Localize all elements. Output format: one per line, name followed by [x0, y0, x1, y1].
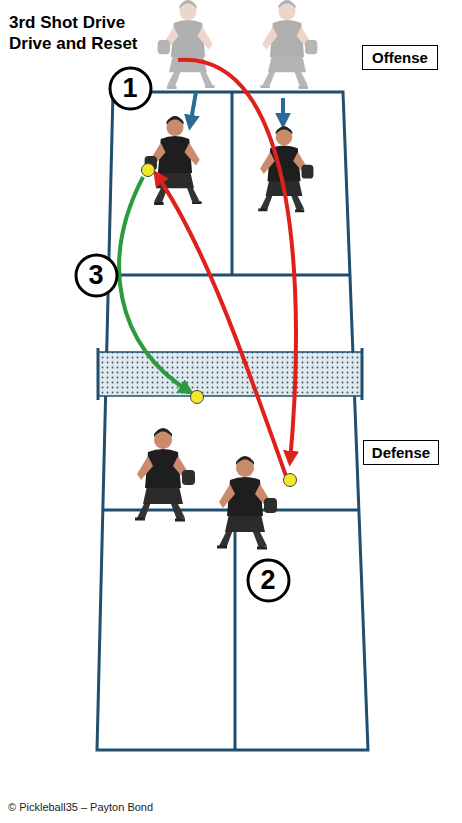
callout-ring — [110, 68, 151, 109]
reset-arrow — [119, 177, 190, 392]
side-label-box: Offense — [362, 45, 438, 70]
callout-text: 2 — [260, 565, 275, 596]
label-text: Offense — [372, 49, 428, 66]
ball — [284, 474, 297, 487]
drive-arrow — [178, 60, 296, 462]
callout-number: 1 — [108, 66, 153, 111]
ball — [142, 164, 155, 177]
defense-player — [135, 428, 195, 520]
callout-number: 2 — [246, 558, 291, 603]
court-lines — [97, 92, 368, 750]
callout-text: 3 — [88, 260, 103, 291]
kitchen-line — [107, 274, 350, 277]
callout-ring — [76, 255, 117, 296]
player-start — [158, 0, 215, 87]
defense-player — [217, 456, 277, 548]
move-arrow — [190, 92, 196, 126]
side-label-box: Defense — [363, 440, 439, 465]
center-line — [231, 92, 234, 275]
callout-ring — [248, 560, 289, 601]
offense-player — [145, 116, 202, 203]
faded-players — [158, 0, 318, 87]
label-text: Defense — [372, 444, 430, 461]
callout-number: 3 — [74, 253, 119, 298]
move-arrow — [281, 98, 285, 124]
center-line — [234, 510, 237, 750]
copyright-caption: © Pickleball35 – Payton Bond — [8, 801, 153, 813]
ball — [191, 391, 204, 404]
net-posts — [98, 348, 362, 400]
player-start — [260, 0, 317, 87]
court-outline — [97, 92, 368, 750]
defense-players — [135, 428, 277, 548]
diagram-title: 3rd Shot Drive Drive and Reset — [9, 12, 169, 54]
net — [98, 352, 362, 396]
callout-text: 1 — [122, 73, 137, 104]
return-arrow — [156, 174, 286, 476]
